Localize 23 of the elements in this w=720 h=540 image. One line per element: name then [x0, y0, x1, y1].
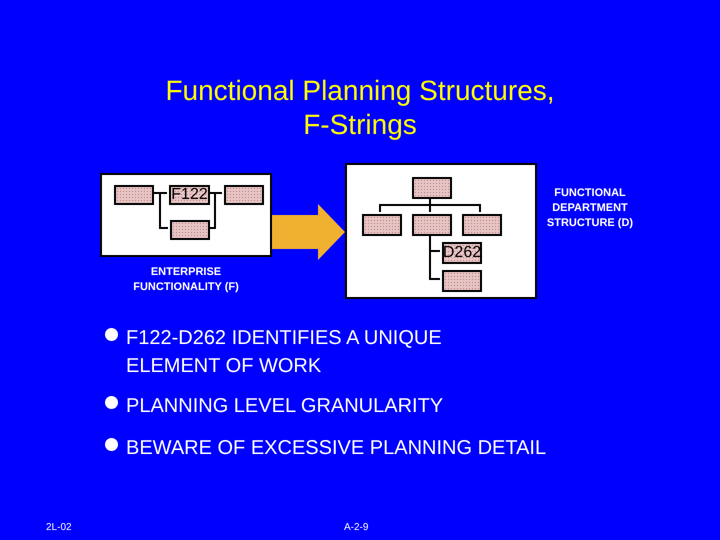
node-label: ENTERPRISE FUNCTIONALITY (F): [132, 265, 240, 295]
page-code: A-2-9: [344, 522, 368, 534]
diagram-panel: [345, 163, 537, 299]
block-arrow: [272, 204, 345, 260]
title: Functional Planning Structures, F-Strings: [164, 74, 556, 142]
empty-box: [442, 270, 482, 292]
bullet-text: PLANNING LEVEL GRANULARITY: [126, 394, 444, 419]
bullet-text: F122-D262 IDENTIFIES A UNIQUE ELEMENT OF WORK: [126, 326, 443, 379]
page-code: 2L-02: [46, 522, 72, 534]
connector-line: [429, 197, 481, 212]
empty-box: [114, 185, 154, 205]
empty-box: [412, 177, 452, 199]
empty-box: [224, 185, 264, 205]
bullet-text: BEWARE OF EXCESSIVE PLANNING DETAIL: [126, 436, 546, 461]
box-label: D262: [442, 245, 482, 261]
connector-line: [208, 192, 222, 229]
empty-box: [412, 214, 452, 236]
empty-box: [362, 214, 402, 236]
empty-box: [462, 214, 502, 236]
box-label: F122: [171, 187, 208, 203]
node-label: FUNCTIONAL DEPARTMENT STRUCTURE (D): [546, 186, 634, 231]
diagram-panel: [100, 173, 272, 257]
empty-box: [170, 220, 210, 240]
